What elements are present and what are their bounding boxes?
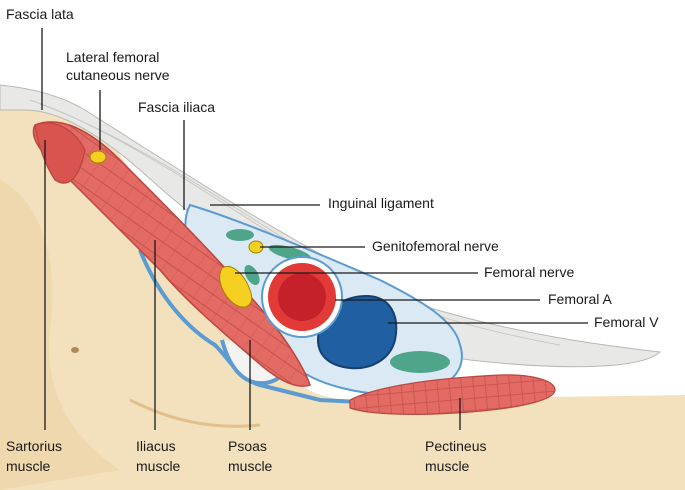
label-lateral-femoral-cutaneous-nerve: Lateral femoral cutaneous nerve: [66, 49, 170, 83]
inguinal-ligament-band: [0, 84, 662, 368]
lymph-node-4: [390, 351, 450, 373]
label-fascia-iliaca: Fascia iliaca: [138, 99, 215, 115]
label-inguinal-ligament: Inguinal ligament: [328, 195, 434, 211]
iliacus-muscle-shape: [32, 121, 311, 387]
label-genitofemoral-nerve: Genitofemoral nerve: [372, 238, 499, 254]
lateral-femoral-cutaneous-nerve-shape: [89, 150, 107, 164]
lymph-node-1: [226, 229, 254, 241]
femoral-artery-lumen: [278, 273, 326, 321]
label-iliacus-muscle: Iliacus muscle: [136, 438, 181, 474]
lymph-node-2: [244, 265, 260, 285]
bone-shadow-spot: [71, 347, 79, 353]
label-femoral-vein: Femoral V: [594, 314, 659, 330]
label-femoral-artery: Femoral A: [548, 291, 612, 307]
label-fascia-lata: Fascia lata: [6, 6, 74, 22]
bone-curve: [129, 398, 261, 428]
bone-region: [0, 88, 685, 490]
pectineus-muscle-shape: [349, 374, 556, 415]
label-pectineus-muscle: Pectineus muscle: [425, 438, 490, 474]
sartorius-muscle-shape: [34, 122, 86, 184]
bone-shadow: [0, 180, 120, 490]
label-femoral-nerve: Femoral nerve: [484, 264, 574, 280]
label-sartorius-muscle: Sartorius muscle: [6, 438, 66, 474]
label-psoas-muscle: Psoas muscle: [228, 438, 273, 474]
femoral-nerve-shape: [219, 266, 253, 308]
